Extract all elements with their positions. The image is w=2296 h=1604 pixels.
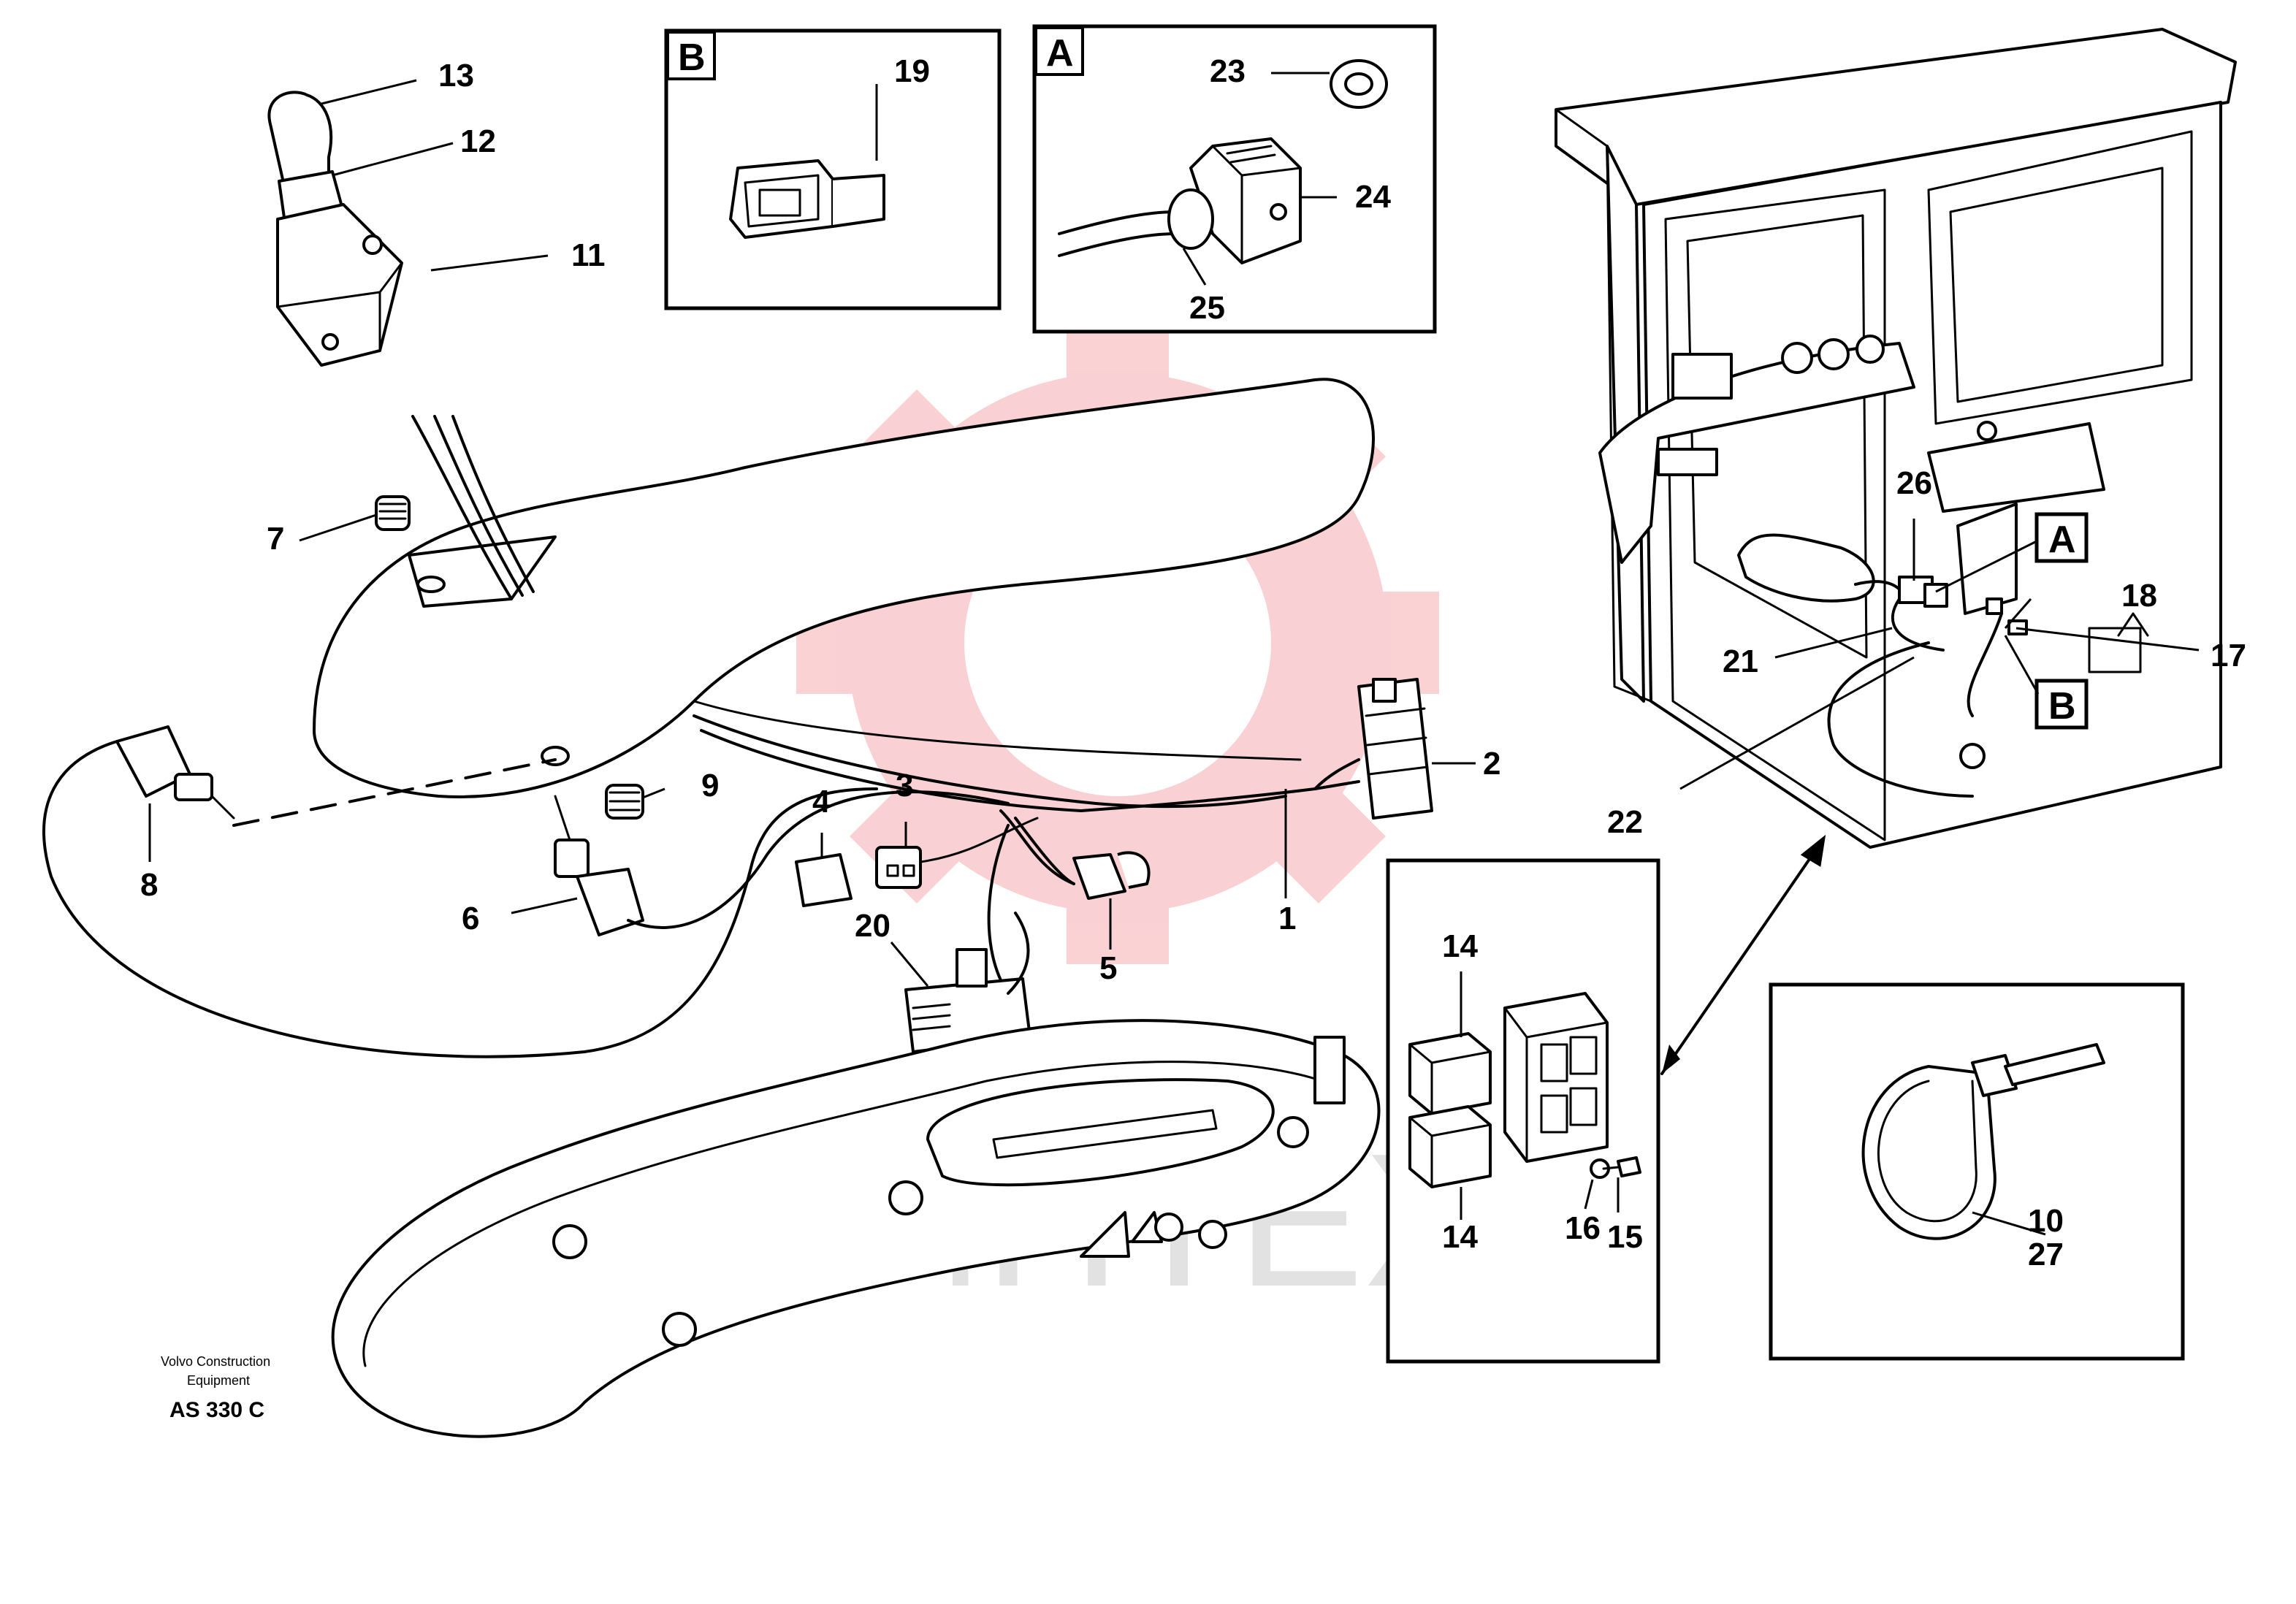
- marker-b: B: [2004, 635, 2089, 730]
- cap-part-4: [795, 853, 853, 907]
- callout-12: 12: [460, 123, 496, 159]
- connector-part-5: [1072, 851, 1151, 900]
- control-lever-part-11: [267, 91, 403, 367]
- callout-14-top: 14: [1442, 928, 1478, 964]
- callout-2: 2: [1483, 746, 1500, 782]
- callout-7: 7: [267, 521, 284, 557]
- callout-11: 11: [571, 237, 606, 273]
- armrest-console: [313, 378, 1375, 798]
- manufacturer-line-1: Volvo Construction: [161, 1354, 270, 1369]
- callout-1: 1: [1278, 901, 1296, 936]
- manufacturer-line-2: Equipment: [187, 1373, 250, 1388]
- connector-part-2: [1313, 678, 1433, 820]
- callout-26: 26: [1896, 465, 1932, 501]
- detail-box-relays: [1386, 858, 1660, 1364]
- detail-box-b: B: [664, 28, 1002, 310]
- knob-part-7: [375, 495, 446, 593]
- drawing-code: AS 330 C: [169, 1398, 264, 1422]
- operator-cab: [1555, 28, 2237, 849]
- callout-22: 22: [1607, 804, 1643, 840]
- marker-a: A: [1935, 512, 2089, 593]
- callout-27: 27: [2028, 1237, 2064, 1272]
- callout-14-bottom: 14: [1442, 1219, 1478, 1255]
- callout-20: 20: [855, 908, 890, 944]
- callout-24: 24: [1355, 179, 1391, 215]
- marker-b-letter: B: [2048, 685, 2076, 727]
- detail-box-a-letter: A: [1046, 32, 1074, 75]
- callout-3: 3: [896, 768, 913, 803]
- callout-4: 4: [812, 784, 831, 820]
- plug-part-3: [875, 817, 1039, 889]
- detail-box-b-letter: B: [678, 37, 706, 79]
- callout-13: 13: [438, 58, 474, 93]
- callout-15: 15: [1607, 1219, 1643, 1255]
- manufacturer-block: Volvo Construction Equipment AS 330 C: [161, 1354, 270, 1422]
- callout-16: 16: [1565, 1210, 1601, 1246]
- callout-leaders: [148, 79, 2200, 1236]
- callout-10: 10: [2028, 1203, 2064, 1239]
- switch-part-8: [42, 725, 878, 1058]
- knob-part-9: [541, 746, 644, 820]
- pointer-arrow: [1660, 834, 1826, 1075]
- callout-17: 17: [2211, 638, 2246, 673]
- callout-23: 23: [1210, 53, 1246, 89]
- callout-19: 19: [894, 53, 930, 89]
- callout-5: 5: [1099, 950, 1117, 986]
- callout-6: 6: [462, 901, 479, 936]
- callout-numbers: 13 12 11 7 9 8 6 1 2 3 4 5 20 19 23 24 2…: [140, 53, 2246, 1272]
- switch-part-6: [554, 790, 1010, 936]
- detail-box-cable-tie: [1769, 982, 2185, 1361]
- callout-9: 9: [701, 768, 719, 803]
- detail-box-a: A: [1032, 24, 1437, 334]
- callout-8: 8: [140, 867, 158, 903]
- armrest-base: [331, 1019, 1381, 1438]
- callout-18: 18: [2121, 578, 2157, 614]
- callout-25: 25: [1189, 290, 1225, 326]
- wiring-harness-part-1: [693, 714, 1360, 995]
- marker-a-letter: A: [2048, 519, 2076, 561]
- callout-21: 21: [1723, 643, 1758, 679]
